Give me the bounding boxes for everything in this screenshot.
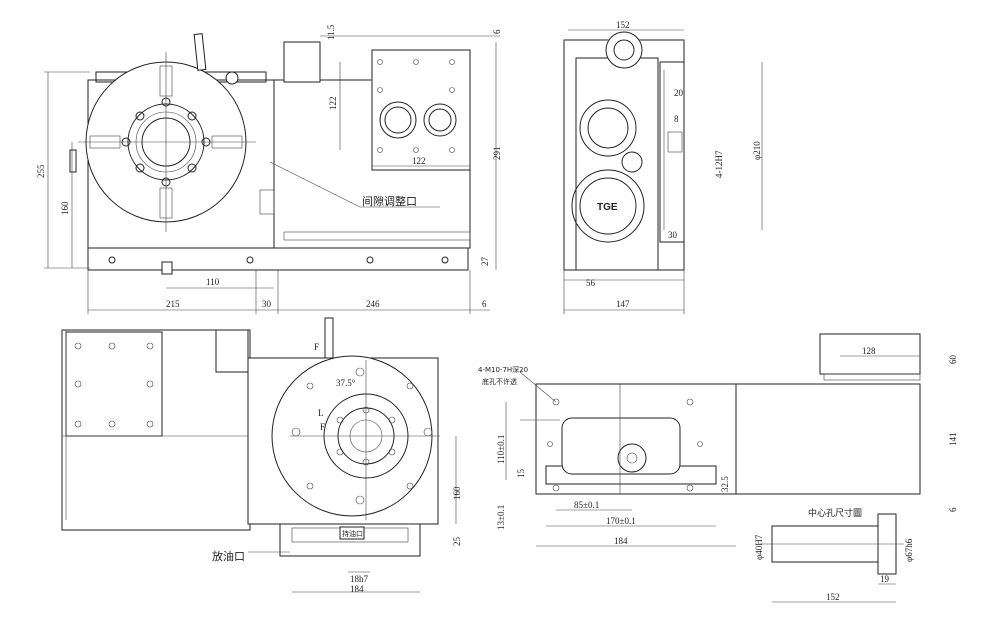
- center-hole-label: 中心孔尺寸圖: [808, 507, 862, 519]
- dim-122v: 122: [328, 97, 338, 111]
- dim-25: 25: [452, 537, 462, 547]
- brand-mark: TGE: [597, 202, 618, 213]
- dim-11-5: 11.5: [326, 24, 336, 40]
- dim-8: 8: [674, 114, 679, 124]
- dim-210: φ210: [752, 141, 762, 160]
- dim-60: 60: [948, 355, 958, 365]
- dim-4-12h7: 4-12H7: [714, 150, 724, 178]
- dim-152b: 152: [826, 592, 840, 602]
- dim-15: 15: [516, 469, 526, 479]
- dim-20: 20: [674, 88, 684, 98]
- tap-note-label: 底孔不许透: [482, 377, 517, 386]
- dim-128: 128: [862, 346, 876, 356]
- dim-147: 147: [616, 299, 630, 309]
- dim-6b: 6: [492, 29, 502, 34]
- dim-110: 110: [206, 277, 220, 287]
- side-view: TGE 152 20 8 4-12H7 φ210 30 56 147: [563, 20, 763, 314]
- dim-184b: 184: [614, 536, 628, 546]
- dim-85: 85±0.1: [574, 500, 599, 510]
- dim-40h7: φ40H7: [754, 534, 764, 560]
- label-f2: F: [320, 422, 325, 432]
- tap-spec-label: 4-M10-7H深20: [478, 365, 528, 374]
- dim-13: 13±0.1: [496, 505, 506, 530]
- base-plate: [87, 247, 469, 271]
- dim-18h7: 18h7: [350, 574, 369, 584]
- mount-view: 4-M10-7H深20 底孔不许透 128 60 141 6 110±0.1 1…: [478, 333, 958, 603]
- dim-30: 30: [262, 299, 272, 309]
- dim-56: 56: [586, 278, 596, 288]
- motor-flange: [371, 49, 471, 171]
- dim-291: 291: [492, 147, 502, 161]
- dim-160b: 160: [452, 486, 462, 500]
- dim-6: 6: [482, 299, 487, 309]
- dim-122h: 122: [412, 156, 426, 166]
- dim-110b: 110±0.1: [496, 435, 506, 464]
- dim-246: 246: [366, 299, 380, 309]
- dim-30r: 30: [668, 230, 678, 240]
- oil-fill-label: 持油口: [342, 529, 363, 538]
- dim-6c: 6: [948, 507, 958, 512]
- rear-view: [61, 329, 251, 531]
- dim-27: 27: [480, 257, 490, 267]
- dim-37-5: 37.5°: [336, 378, 356, 388]
- dim-152: 152: [616, 20, 630, 30]
- oil-drain-label: 放油口: [212, 549, 245, 563]
- dim-255: 255: [36, 164, 46, 178]
- dim-184: 184: [350, 584, 364, 594]
- front-view: 间隙调整口 255 160 110 215 30 246 6 11.5 6 12…: [36, 24, 502, 314]
- top-view: 37.5° F L F 持油口 放油口 160 25 18h7 184: [212, 317, 462, 594]
- label-f1: F: [314, 342, 319, 352]
- dim-160: 160: [60, 201, 70, 215]
- dim-19: 19: [880, 574, 890, 584]
- dim-141: 141: [948, 433, 958, 447]
- dim-67h6: φ67h6: [904, 538, 914, 562]
- dim-32-5: 32.5: [720, 476, 730, 492]
- dim-215: 215: [166, 299, 180, 309]
- gap-adjust-label: 间隙调整口: [362, 194, 417, 208]
- label-l: L: [318, 408, 324, 418]
- dim-170: 170±0.1: [606, 516, 636, 526]
